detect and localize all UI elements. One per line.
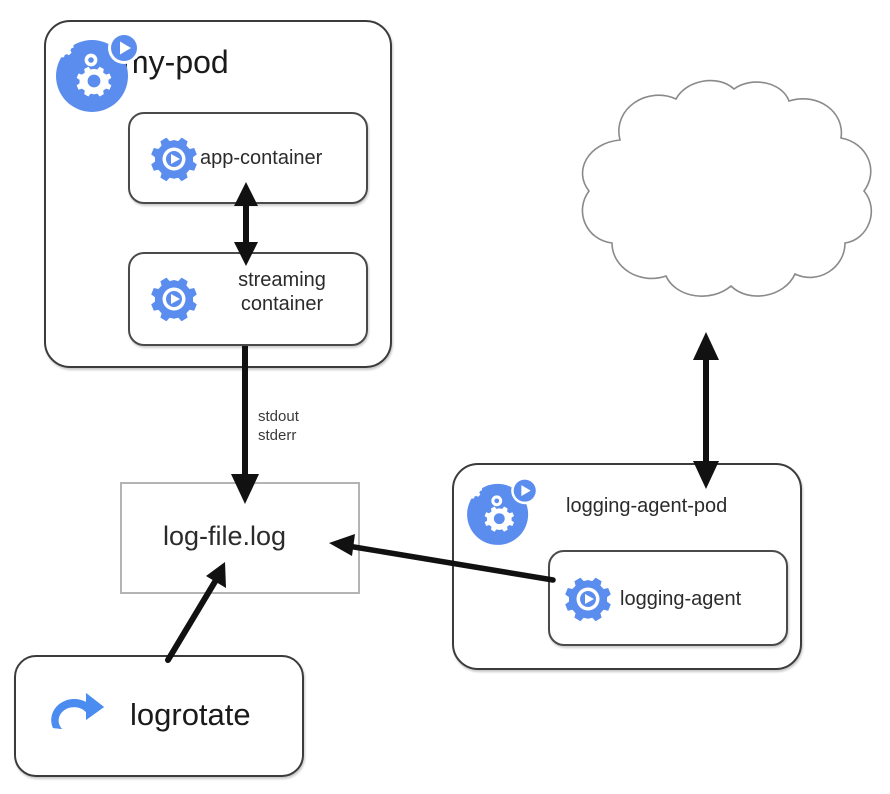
log-file-label: log-file.log (163, 521, 287, 551)
pod-gears-icon (462, 477, 539, 545)
container-gear-play-icon (151, 277, 197, 322)
logging-backend-label: Logging Backend (639, 158, 753, 226)
app-container-label: app-container (200, 147, 323, 169)
edge-pod-to-logfile (231, 346, 259, 504)
logrotate-label: logrotate (130, 697, 251, 732)
logging-agent-label: logging-agent (620, 588, 742, 610)
rotate-arrows-icon (51, 693, 104, 729)
container-gear-play-icon (151, 137, 197, 182)
my-pod-title: my-pod (122, 44, 229, 80)
logging-agent-pod-title: logging-agent-pod (566, 495, 728, 517)
pod-gears-icon (50, 32, 140, 112)
container-gear-play-icon (565, 577, 611, 622)
stdout-stderr-label: stdout stderr (258, 408, 299, 445)
streaming-container-label: streaming container (238, 269, 326, 315)
logrotate-box[interactable] (14, 655, 304, 777)
